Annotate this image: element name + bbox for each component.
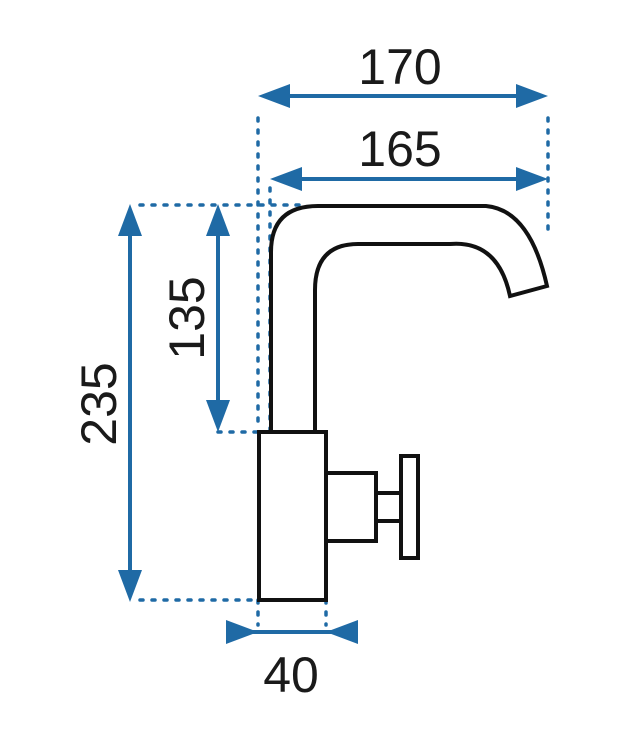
dim-spout-reach: 165 bbox=[270, 121, 548, 191]
dim-total-reach: 170 bbox=[258, 39, 548, 108]
arrow-left-icon bbox=[326, 620, 358, 644]
arrow-right-icon bbox=[516, 84, 548, 108]
label-total-reach: 170 bbox=[358, 39, 441, 95]
extension-lines bbox=[138, 116, 550, 627]
label-spout-height: 135 bbox=[159, 276, 215, 359]
handle-lever bbox=[399, 454, 420, 560]
arrow-left-icon bbox=[258, 84, 290, 108]
arrow-left-icon bbox=[270, 167, 302, 191]
arrow-down-icon bbox=[206, 400, 230, 432]
dim-total-height: 235 bbox=[71, 204, 142, 602]
dim-spout-height: 135 bbox=[159, 204, 230, 432]
arrow-right-icon bbox=[516, 167, 548, 191]
label-spout-reach: 165 bbox=[358, 121, 441, 177]
handle-stem-outer bbox=[324, 471, 378, 543]
label-body-width: 40 bbox=[263, 647, 319, 703]
arrow-right-icon bbox=[226, 620, 258, 644]
arrow-up-icon bbox=[118, 204, 142, 236]
faucet-body bbox=[257, 430, 328, 602]
label-total-height: 235 bbox=[71, 362, 127, 445]
faucet-spout bbox=[269, 204, 550, 432]
handle-stem-inner bbox=[374, 491, 403, 523]
dim-body-width: 40 bbox=[226, 620, 358, 703]
arrow-down-icon bbox=[118, 570, 142, 602]
arrow-up-icon bbox=[206, 204, 230, 236]
faucet-outline bbox=[257, 204, 550, 602]
